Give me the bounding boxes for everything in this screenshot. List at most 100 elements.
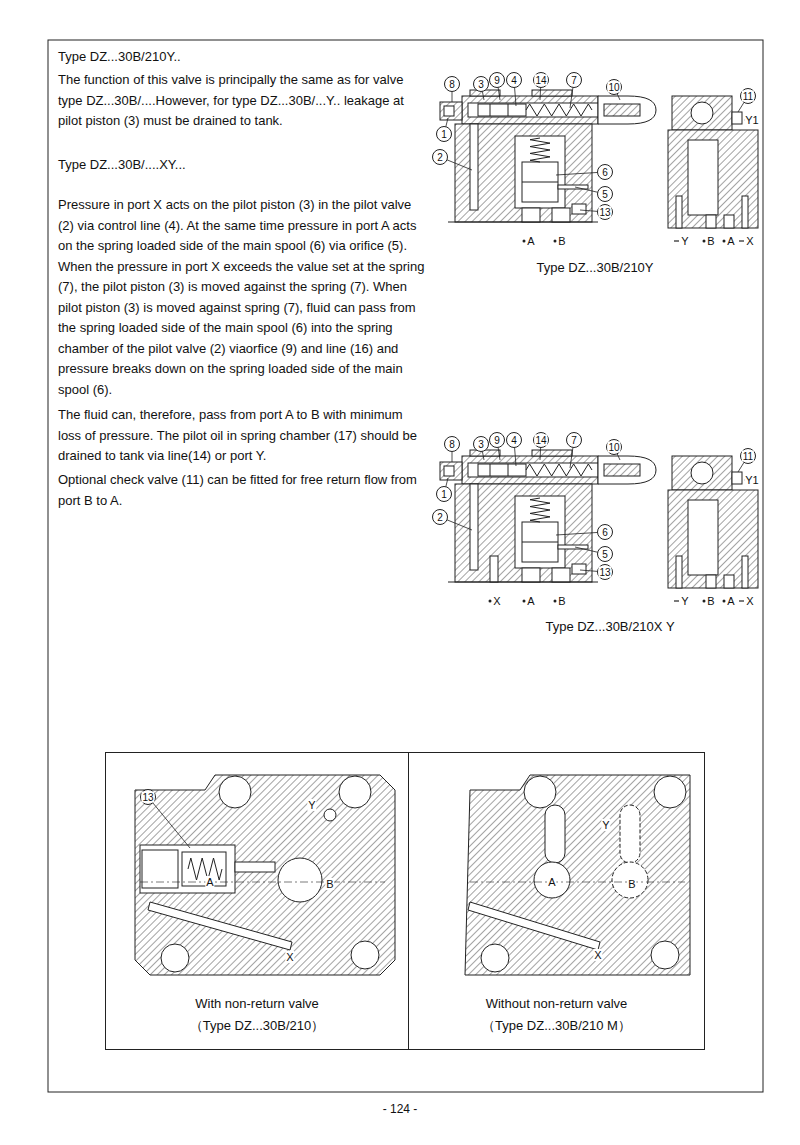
adjuster-cap bbox=[598, 456, 656, 484]
check-plug bbox=[732, 112, 742, 124]
callout-circle bbox=[607, 80, 622, 95]
side-channel bbox=[742, 196, 748, 228]
callout-number: 8 bbox=[448, 79, 456, 90]
body-paragraph: Pressure in port X acts on the pilot pis… bbox=[58, 195, 426, 400]
callout-number: 13 bbox=[598, 207, 611, 218]
callout-number: 13 bbox=[141, 792, 154, 803]
control-line bbox=[470, 124, 478, 210]
callout-circle bbox=[741, 89, 756, 104]
section-with-check-valve bbox=[135, 775, 395, 975]
figure-caption: Type DZ...30B/210X Y bbox=[544, 620, 675, 634]
port-cavity bbox=[534, 862, 570, 898]
port-label: X bbox=[285, 951, 294, 963]
leader-line bbox=[446, 478, 448, 487]
body-paragraph: Optional check valve (11) can be fitted … bbox=[58, 470, 426, 511]
callout-number: 2 bbox=[436, 512, 444, 523]
callout-circle bbox=[445, 77, 460, 92]
port-dash bbox=[739, 240, 744, 241]
pilot-housing bbox=[462, 456, 598, 484]
leader-line bbox=[575, 187, 598, 192]
main-spool bbox=[522, 522, 558, 562]
leader-line bbox=[617, 94, 620, 100]
center-line bbox=[140, 882, 385, 883]
piston-edge bbox=[508, 104, 509, 116]
pilot-piston bbox=[478, 104, 526, 116]
port-label: A bbox=[526, 595, 535, 607]
mounting-hole bbox=[339, 776, 371, 808]
leader-line bbox=[515, 87, 516, 106]
mounting-face bbox=[448, 582, 598, 583]
plug bbox=[572, 204, 586, 214]
leader-line bbox=[482, 91, 484, 100]
mounting-face bbox=[448, 222, 598, 223]
spring-symbol bbox=[530, 138, 550, 162]
check-valve-cartridge bbox=[182, 852, 226, 886]
callout-number: 7 bbox=[570, 75, 578, 86]
pilot-bore bbox=[468, 463, 598, 477]
callout-circle bbox=[474, 77, 489, 92]
port-cavity bbox=[612, 862, 648, 898]
callout-number: 11 bbox=[742, 91, 754, 102]
section-without-check-valve bbox=[465, 775, 690, 975]
leader-line bbox=[556, 172, 598, 175]
end-plug bbox=[444, 106, 454, 116]
port-dot bbox=[723, 600, 726, 603]
control-line bbox=[470, 484, 478, 570]
leader-line bbox=[575, 547, 598, 552]
mounting-hole bbox=[351, 941, 379, 969]
mounting-hole bbox=[654, 776, 686, 808]
port-dot bbox=[554, 600, 557, 603]
port-label: Y bbox=[307, 799, 316, 811]
callout-number: 4 bbox=[510, 75, 518, 86]
callout-circle bbox=[433, 150, 448, 165]
x-channel bbox=[148, 902, 292, 950]
side-bore bbox=[691, 462, 713, 484]
callout-circle bbox=[567, 433, 582, 448]
valve-body-section bbox=[135, 775, 395, 975]
cast-slot bbox=[545, 805, 565, 863]
callout-circle bbox=[490, 73, 505, 88]
plug bbox=[572, 564, 586, 574]
spool-edge bbox=[522, 182, 558, 183]
port-opening bbox=[522, 208, 540, 222]
callout-number: 7 bbox=[570, 435, 578, 446]
caption-cell: Without non-return valve（Type DZ...30B/2… bbox=[408, 752, 705, 1050]
callout-number: 3 bbox=[477, 79, 485, 90]
port-label: Y1 bbox=[744, 474, 759, 486]
callout-number: 14 bbox=[534, 75, 547, 86]
spring-symbol bbox=[526, 464, 592, 476]
page-frame bbox=[48, 40, 763, 1092]
callout-number: 9 bbox=[493, 75, 501, 86]
mounting-hole bbox=[481, 944, 509, 972]
caption-text: （Type DZ...30B/210） bbox=[106, 1017, 408, 1035]
callout-number: 4 bbox=[510, 435, 518, 446]
orifice-channel bbox=[558, 185, 588, 189]
leader-line bbox=[452, 92, 453, 103]
callout-circle bbox=[598, 165, 613, 180]
check-valve-bore bbox=[140, 845, 235, 893]
spool-edge bbox=[522, 542, 558, 543]
side-spool-bore bbox=[688, 140, 718, 215]
callout-number: 6 bbox=[601, 527, 609, 538]
port-label: B bbox=[706, 595, 715, 607]
leader-line bbox=[570, 447, 573, 468]
cast-slot bbox=[620, 805, 640, 863]
port-label: Y bbox=[601, 819, 610, 831]
side-pilot bbox=[672, 456, 732, 490]
callout-number: 5 bbox=[601, 549, 609, 560]
side-body bbox=[668, 490, 758, 588]
port-opening bbox=[522, 568, 540, 582]
port-opening bbox=[552, 568, 570, 582]
callout-circle bbox=[598, 525, 613, 540]
mounting-hole bbox=[161, 944, 189, 972]
body-paragraph: Type DZ...30B/210Y.. bbox=[58, 47, 426, 68]
center-line bbox=[470, 882, 685, 883]
leader-line bbox=[580, 570, 598, 571]
page-number: - 124 - bbox=[382, 1103, 419, 1116]
leader-line bbox=[540, 87, 542, 100]
side-port bbox=[724, 575, 734, 588]
spool-bore bbox=[515, 496, 565, 568]
pilot-housing bbox=[462, 96, 598, 124]
port-label: B bbox=[557, 595, 566, 607]
callout-number: 1 bbox=[440, 129, 448, 140]
